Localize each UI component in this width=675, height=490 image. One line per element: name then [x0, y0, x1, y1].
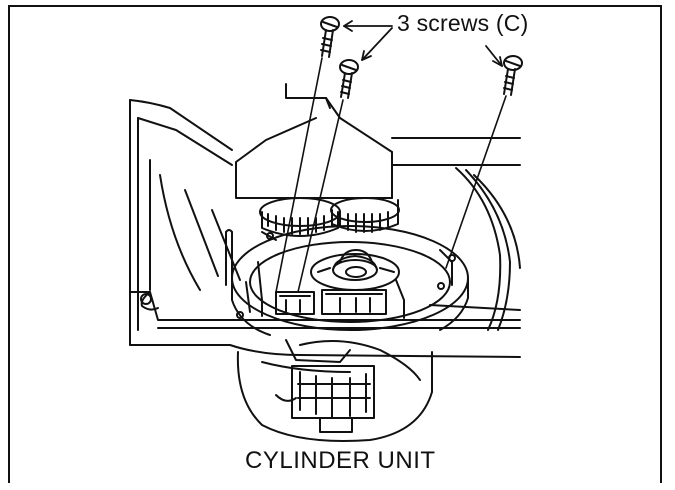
- screw-icon: [339, 59, 359, 99]
- diagram-caption: CYLINDER UNIT: [245, 447, 436, 474]
- top-bracket: [235, 83, 521, 199]
- diagram-frame: [8, 5, 662, 483]
- screw-icon: [503, 55, 523, 96]
- gears: [259, 197, 400, 237]
- cylinder-drum: [225, 225, 469, 336]
- callout-arrows: [343, 20, 503, 67]
- screws-callout-label: 3 screws (C): [397, 10, 529, 36]
- lower-motor: [236, 339, 433, 442]
- chassis: [129, 99, 521, 358]
- screw-icon: [320, 16, 340, 58]
- screw-guide-lines: [275, 57, 507, 293]
